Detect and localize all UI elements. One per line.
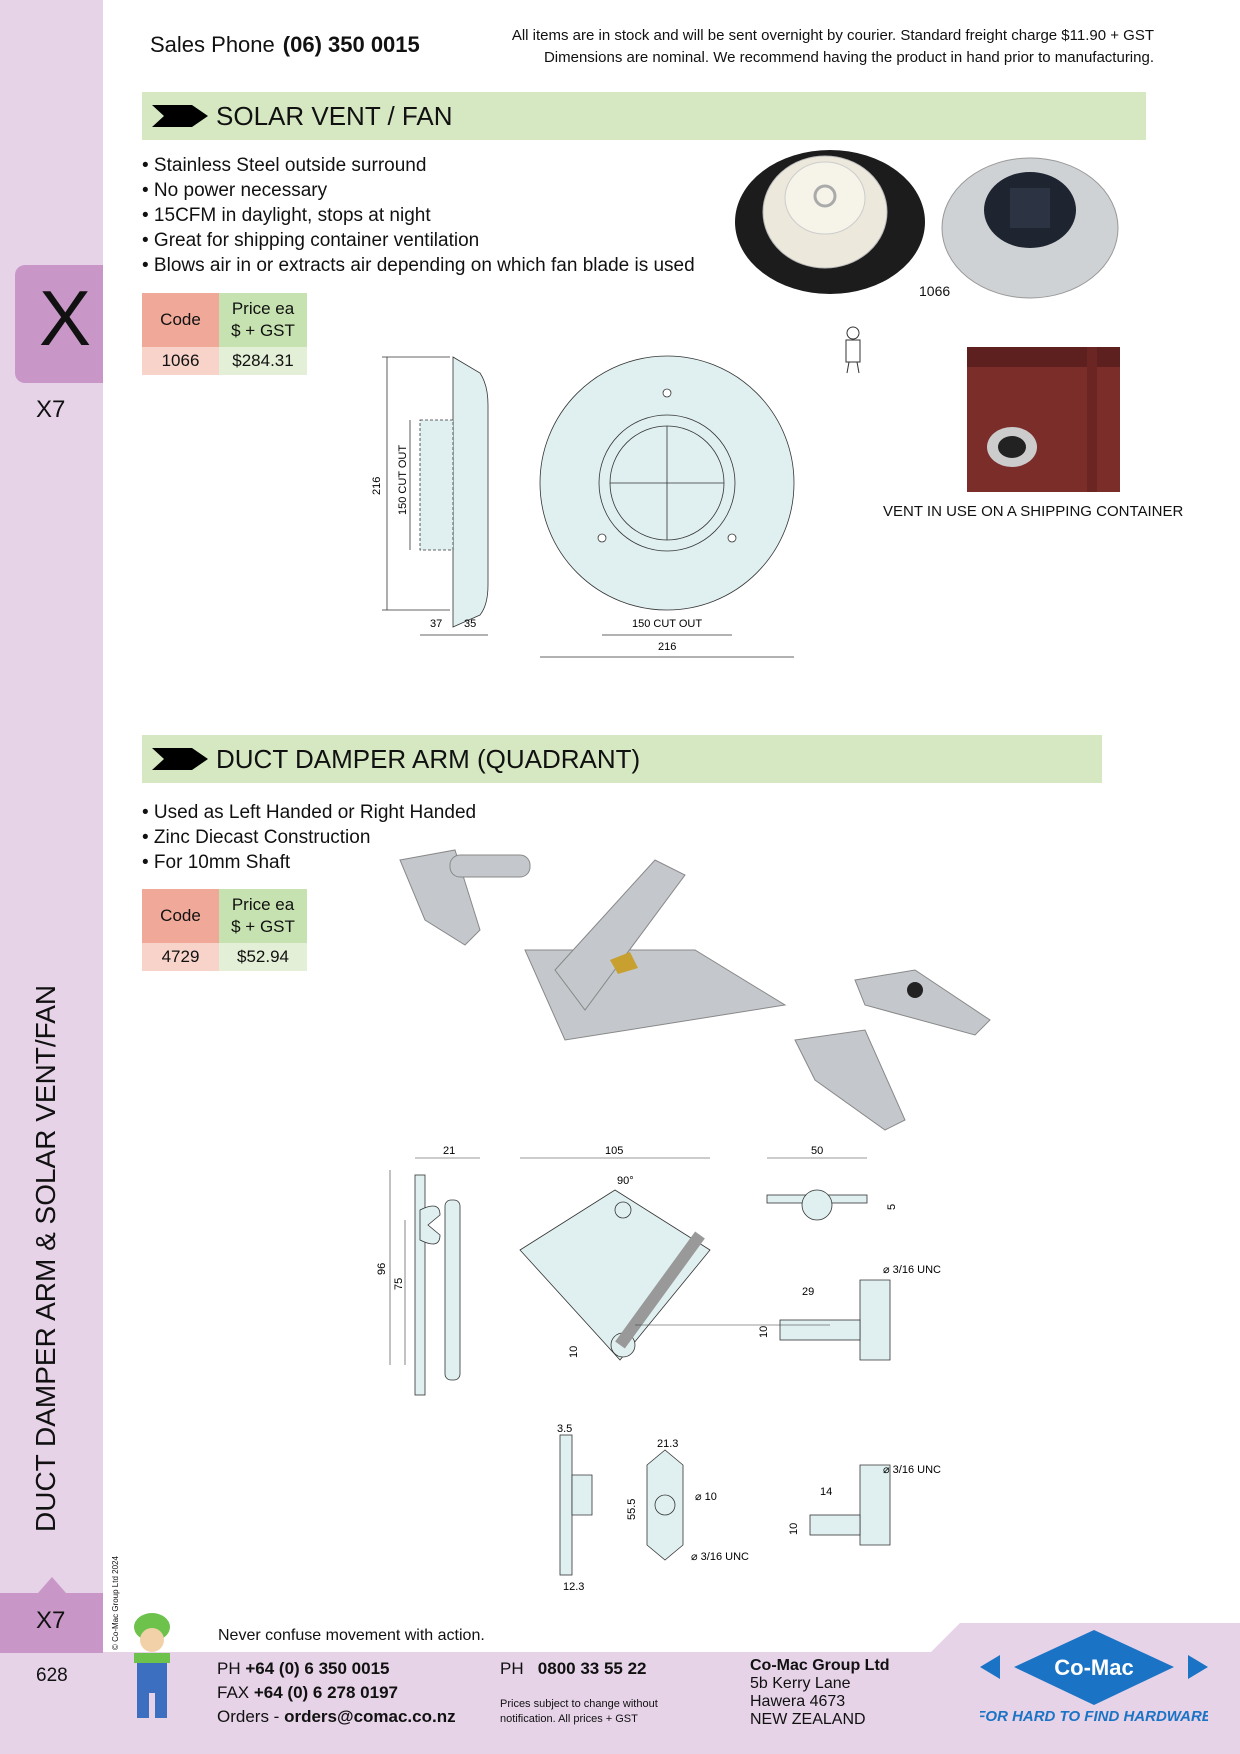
page-number: 628 [36, 1665, 68, 1686]
dim-label: ⌀ 3/16 UNC [691, 1551, 749, 1563]
dim-label: 50 [811, 1145, 823, 1157]
damper-arm-photo [399, 849, 991, 1131]
sales-phone: Sales Phone (06) 350 0015 [150, 32, 420, 58]
duct-features: • Used as Left Handed or Right Handed • … [142, 800, 476, 875]
fax: +64 (0) 6 278 0197 [253, 1683, 399, 1702]
dim-label: 55.5 [626, 1499, 638, 1520]
dim-label: 75 [393, 1278, 405, 1290]
dim-label: 12.3 [563, 1581, 584, 1593]
dim-label: 10 [568, 1346, 580, 1358]
ph-label: PH [500, 1659, 524, 1678]
orders-label: Orders - [217, 1707, 280, 1726]
price-cell: $284.31 [219, 347, 307, 375]
svg-text:FOR HARD TO FIND HARDWARE: FOR HARD TO FIND HARDWARE [980, 1708, 1208, 1725]
note-line: All items are in stock and will be sent … [511, 27, 1154, 44]
section-tab[interactable]: X [15, 265, 103, 383]
dim-label: 35 [464, 618, 476, 630]
photo-label: 1066 [919, 283, 951, 299]
mascot-icon [134, 1613, 170, 1718]
dim-label: 150 CUT OUT [632, 618, 702, 630]
dim-label: ⌀ 10 [695, 1491, 717, 1503]
section-title: SOLAR VENT / FAN [216, 100, 453, 131]
damper-arm-drawings: 21 105 50 90° 96 75 10 5 ⌀ 3/16 UNC 29 1… [376, 1145, 941, 1593]
dim-label: 3.5 [557, 1423, 572, 1435]
dim-label: 14 [820, 1486, 832, 1498]
contact-block: PH +64 (0) 6 350 0015 FAX +64 (0) 6 278 … [217, 1657, 456, 1729]
chevron-arrow-icon [152, 748, 208, 770]
feature-item: • 15CFM in daylight, stops at night [142, 205, 431, 226]
solar-features: • Stainless Steel outside surround • No … [142, 153, 695, 278]
dim-label: 10 [758, 1326, 770, 1338]
feature-item: • Used as Left Handed or Right Handed [142, 802, 477, 823]
dim-label: 96 [376, 1263, 388, 1275]
solar-vent-photo [735, 150, 1119, 299]
dim-label: ⌀ 3/16 UNC [883, 1264, 941, 1276]
section-code: X7 [36, 396, 66, 423]
company-name: Co-Mac Group Ltd [750, 1657, 890, 1674]
dim-label: ⌀ 3/16 UNC [883, 1464, 941, 1476]
solar-banner: SOLAR VENT / FAN [142, 92, 1146, 140]
sales-label: Sales Phone [150, 32, 275, 57]
feature-item: • Zinc Diecast Construction [142, 827, 371, 848]
dim-label: 90° [617, 1175, 634, 1187]
note-line: Dimensions are nominal. We recommend hav… [543, 49, 1154, 66]
feature-item: • For 10mm Shaft [142, 852, 291, 873]
dim-label: 216 [371, 477, 383, 495]
bottom-section-code: X7 [36, 1607, 66, 1634]
dim-label: 10 [788, 1523, 800, 1535]
code-header: Code [142, 889, 219, 943]
mascot-icon [845, 326, 861, 374]
motto: Never confuse movement with action. [218, 1627, 485, 1644]
duct-banner: DUCT DAMPER ARM (QUADRANT) [142, 735, 1102, 783]
dim-label: 150 CUT OUT [397, 445, 409, 515]
feature-item: • Blows air in or extracts air depending… [142, 255, 695, 276]
freephone: PH 0800 33 55 22 [500, 1657, 647, 1681]
dim-label: 21 [443, 1145, 455, 1157]
container-photo [967, 347, 1120, 492]
code-header: Code [142, 293, 219, 347]
feature-item: • Stainless Steel outside surround [142, 155, 427, 176]
dim-label: 29 [802, 1286, 814, 1298]
orders-email[interactable]: orders@comac.co.nz [284, 1707, 456, 1726]
code-cell: 4729 [142, 943, 219, 971]
feature-item: • No power necessary [142, 180, 328, 201]
dim-label: 37 [430, 618, 442, 630]
price-header: Price ea$ + GST [219, 889, 307, 943]
chevron-arrow-icon [152, 105, 208, 127]
price-header: Price ea$ + GST [219, 293, 307, 347]
code-cell: 1066 [142, 347, 219, 375]
price-cell: $52.94 [219, 943, 307, 971]
dim-label: 216 [658, 641, 676, 653]
solar-vent-drawing: 216 150 CUT OUT 37 35 150 CUT OUT 216 [371, 355, 795, 658]
ph-label: PH [217, 1659, 241, 1678]
sales-phone-number: (06) 350 0015 [282, 32, 420, 57]
container-caption: VENT IN USE ON A SHIPPING CONTAINER [883, 503, 1184, 520]
dim-label: 21.3 [657, 1438, 678, 1450]
svg-text:Co-Mac: Co-Mac [1054, 1655, 1133, 1680]
fax-label: FAX [217, 1683, 250, 1702]
bottom-section-tab: X7 [0, 1577, 103, 1653]
feature-item: • Great for shipping container ventilati… [142, 230, 480, 251]
phone[interactable]: +64 (0) 6 350 0015 [245, 1659, 390, 1678]
dim-label: 5 [886, 1204, 898, 1210]
freephone-number[interactable]: 0800 33 55 22 [537, 1659, 647, 1678]
comac-logo: Co-Mac FOR HARD TO FIND HARDWARE [980, 1630, 1208, 1725]
section-title: DUCT DAMPER ARM (QUADRANT) [216, 743, 641, 774]
dim-label: 105 [605, 1145, 623, 1157]
header-note: All items are in stock and will be sent … [512, 25, 1154, 69]
vertical-section-title: DUCT DAMPER ARM & SOLAR VENT/FAN [30, 984, 61, 1532]
tab-letter: X [39, 274, 92, 362]
